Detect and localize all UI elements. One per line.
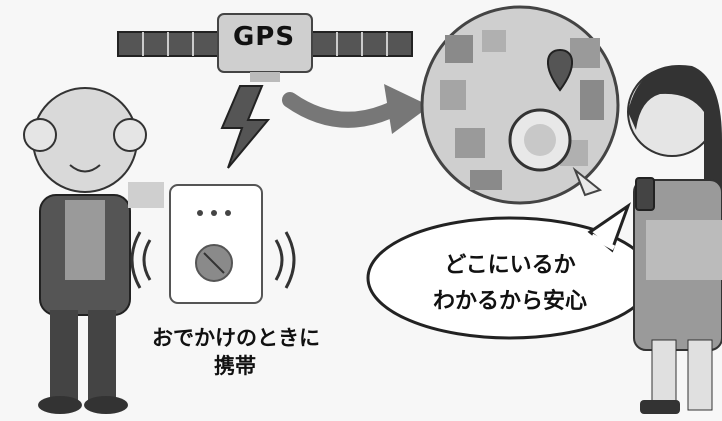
speech-line2: わかるから安心 [432,289,587,314]
woman [627,64,722,414]
map-magnifier-icon [420,5,620,205]
speech-bubble [366,202,654,340]
lightning-icon [220,85,271,169]
speech-line1: どこにいるか [444,253,576,278]
map-pin-icon [547,48,573,92]
gps-tracker-icon [130,184,296,304]
smartphone-icon [635,177,655,211]
device-caption-line1: おでかけのときに [152,326,320,350]
arrow-icon [282,84,430,134]
device-caption-line2: 携帯 [214,354,256,378]
satellite-icon [117,13,413,82]
gps-label: GPS [232,22,296,52]
elderly-man [23,87,164,414]
